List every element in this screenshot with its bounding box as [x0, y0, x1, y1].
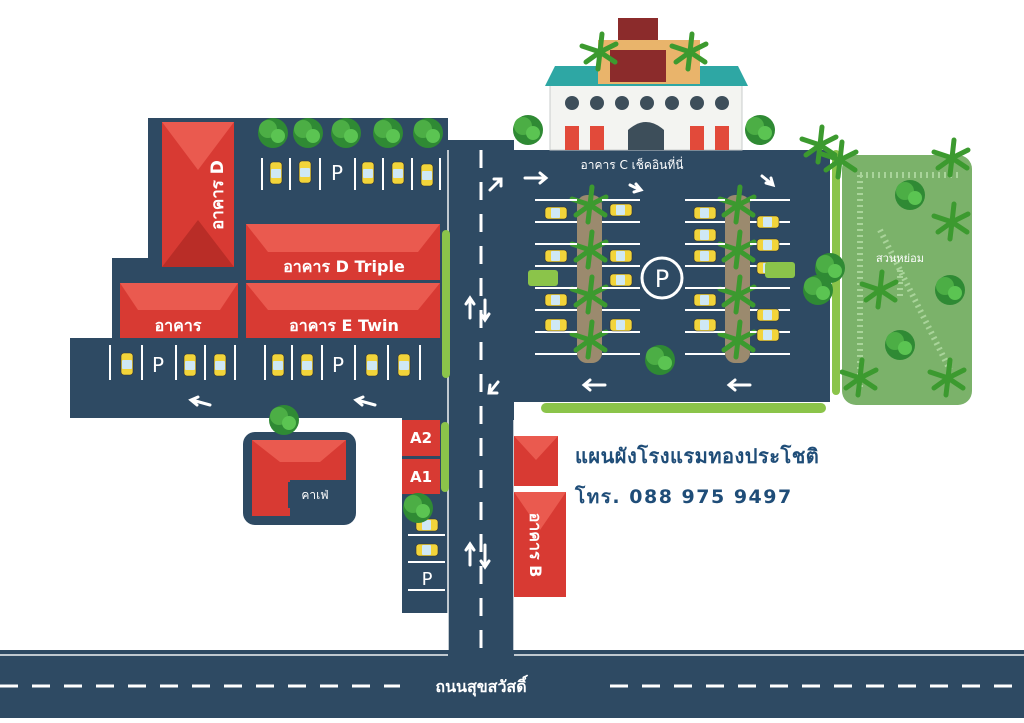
- svg-text:P: P: [331, 161, 343, 185]
- a-parking: P: [408, 518, 445, 591]
- building-c-label: อาคาร C เช็คอินที่นี่: [581, 156, 684, 172]
- building-a1-label: A1: [410, 468, 432, 486]
- center-parking-lot: [528, 187, 795, 363]
- building-d: อาคาร D: [162, 122, 234, 267]
- svg-text:P: P: [422, 569, 433, 590]
- garden-label: สวนหย่อม: [876, 252, 924, 265]
- top-parking: P: [261, 158, 441, 190]
- parking-icon: P: [640, 256, 684, 300]
- svg-text:P: P: [332, 353, 344, 377]
- cafe: คาเฟ่: [252, 405, 346, 516]
- building-a2-label: A2: [410, 429, 432, 447]
- building-b: อาคาร B: [514, 436, 566, 597]
- building-plain-label: อาคาร: [155, 316, 202, 335]
- svg-text:P: P: [655, 265, 669, 293]
- building-d-triple: อาคาร D Triple: [246, 224, 440, 280]
- building-e-twin: อาคาร E Twin: [246, 283, 440, 338]
- road-name: ถนนสุขสวัสดิ์: [435, 675, 528, 697]
- phone-number: โทร. 088 975 9497: [575, 486, 793, 508]
- building-c-reception: [513, 18, 775, 151]
- building-b-label: อาคาร B: [526, 513, 545, 578]
- road-markings: [0, 150, 1024, 688]
- map-title: แผนผังโรงแรมทองประโชติ: [575, 444, 820, 468]
- direction-arrows: [188, 171, 776, 570]
- cafe-label: คาเฟ่: [301, 488, 328, 502]
- building-e-twin-label: อาคาร E Twin: [289, 316, 399, 335]
- building-a2: A2: [402, 420, 440, 456]
- building-a1: A1: [402, 459, 440, 494]
- building-d-label: อาคาร D: [208, 160, 228, 230]
- building-plain: อาคาร: [120, 283, 238, 338]
- map-title-block: แผนผังโรงแรมทองประโชติ โทร. 088 975 9497: [575, 440, 845, 512]
- bottom-parking: P P: [109, 345, 421, 380]
- svg-text:P: P: [152, 353, 164, 377]
- garden-area: [842, 140, 972, 405]
- building-d-triple-label: อาคาร D Triple: [283, 257, 405, 276]
